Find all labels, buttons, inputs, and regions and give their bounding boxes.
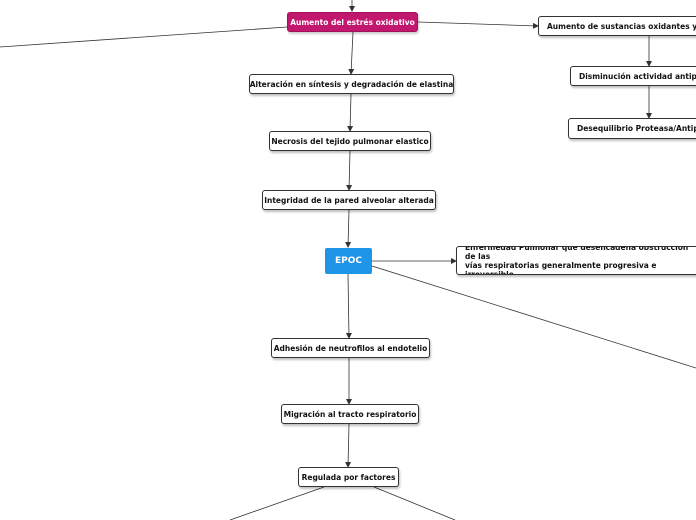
node-epoc[interactable]: EPOC [325, 248, 372, 274]
node-migracion-tracto[interactable]: Migración al tracto respiratorio [281, 404, 419, 424]
node-label: Desequilibrio Proteasa/Antipro [577, 124, 696, 133]
connector-epoc-right [371, 265, 696, 369]
node-label: EPOC [335, 255, 362, 266]
node-label: Integridad de la pared alveolar alterada [264, 195, 434, 205]
connector-regulada-left [229, 486, 325, 520]
connector-estres-left [0, 26, 288, 48]
node-label: Adhesión de neutrofilos al endotelio [273, 343, 428, 353]
node-adhesion-neutrofilos[interactable]: Adhesión de neutrofilos al endotelio [271, 338, 430, 358]
node-label: Regulada por factores [301, 472, 396, 482]
node-alteracion-elastina[interactable]: Alteración en síntesis y degradación de … [249, 74, 454, 94]
node-label: Aumento del estrés oxidativo [290, 17, 415, 27]
node-necrosis-tejido[interactable]: Necrosis del tejido pulmonar elastico [269, 131, 431, 151]
node-label: Alteración en síntesis y degradación de … [249, 79, 454, 89]
node-aumento-estres-oxidativo[interactable]: Aumento del estrés oxidativo [287, 12, 418, 32]
connector-estres-sustancias [417, 21, 539, 29]
node-desequilibrio-proteasa[interactable]: Desequilibrio Proteasa/Antipro [568, 118, 696, 139]
node-aumento-sustancias-oxidantes[interactable]: Aumento de sustancias oxidantes y ra [538, 16, 696, 36]
node-disminucion-actividad[interactable]: Disminución actividad antipro [570, 66, 696, 86]
definition-line-2: vías respiratorias generalmente progresi… [465, 260, 657, 275]
node-definicion-epoc[interactable]: Enfermedad Pulmonar que desencadena obst… [456, 246, 696, 275]
node-label: Migración al tracto respiratorio [283, 409, 417, 419]
connector-elastina-necrosis [347, 93, 354, 132]
definition-text: Enfermedad Pulmonar que desencadena obst… [465, 246, 696, 275]
connector-migracion-regulada [345, 423, 352, 468]
connector-epoc-adhesion [345, 273, 352, 339]
node-label: Necrosis del tejido pulmonar elastico [271, 136, 429, 146]
connector-estres-elastina [348, 31, 355, 75]
connector-necrosis-integridad [346, 150, 353, 191]
node-label: Disminución actividad antipro [579, 71, 696, 81]
definition-line-1: Enfermedad Pulmonar que desencadena obst… [465, 246, 689, 261]
connector-integridad-epoc [345, 209, 352, 248]
node-integridad-pared[interactable]: Integridad de la pared alveolar alterada [262, 190, 436, 210]
node-regulada-factores[interactable]: Regulada por factores [298, 467, 399, 487]
connector-regulada-right [373, 486, 456, 520]
node-label: Aumento de sustancias oxidantes y ra [547, 21, 696, 31]
